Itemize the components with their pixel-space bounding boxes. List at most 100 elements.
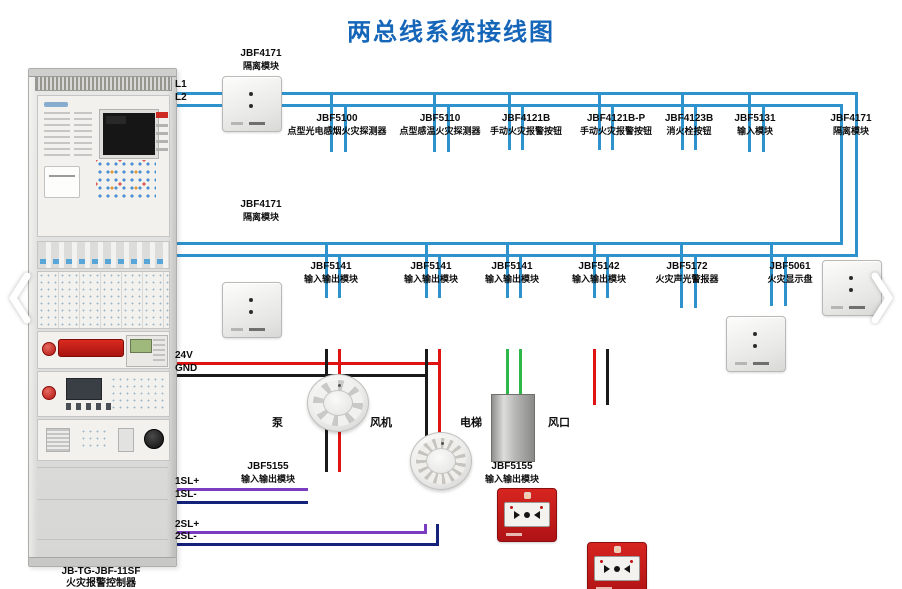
- red-button: [42, 342, 56, 356]
- elevator: [491, 394, 535, 462]
- press-dot: [614, 565, 620, 572]
- cabinet-zone-indicator-grid: [37, 271, 170, 329]
- loop-2sl-neg-wire: [436, 524, 439, 543]
- cabinet-side-buttons: [156, 124, 168, 156]
- isolation-module-top: [222, 76, 282, 132]
- label-iso-right: JBF4171 隔离模块: [830, 113, 872, 136]
- label-l1: L1: [175, 79, 187, 90]
- label-io5155-1: JBF5155 输入输出模块: [240, 461, 295, 484]
- drop-wire: [680, 242, 683, 308]
- bus2-lower-wire: [172, 254, 858, 257]
- label-io4: JBF5142 输入输出模块: [571, 261, 626, 284]
- manual-call-point-p: [587, 542, 647, 589]
- arrow-right-icon: [604, 564, 610, 573]
- arrow-right-icon: [514, 510, 520, 519]
- label-display: JBF5061 火灾显示盘: [767, 261, 813, 284]
- loop-2sl-neg-wire: [172, 543, 439, 546]
- label-io5155-2: JBF5155 输入输出模块: [484, 461, 539, 484]
- brand-logo: [506, 533, 522, 536]
- drop-wire: [338, 254, 341, 298]
- loop-1sl-neg-wire: [172, 501, 308, 504]
- drop-wire: [762, 104, 765, 152]
- drop-wire: [598, 92, 601, 150]
- control-panel-cabinet: [28, 68, 177, 567]
- cabinet-loop-module-row: [37, 241, 170, 269]
- led-indicator-column: [44, 112, 70, 158]
- prev-button[interactable]: [5, 270, 35, 326]
- press-dot: [524, 511, 530, 518]
- chevron-right-icon: [871, 272, 893, 324]
- arrow-left-icon: [534, 510, 540, 519]
- fan-gnd-wire: [425, 349, 428, 472]
- next-button[interactable]: [867, 270, 897, 326]
- label-vent: 风口: [548, 417, 570, 429]
- mini-keys: [153, 339, 165, 363]
- drop-wire: [606, 254, 609, 298]
- green-lcd: [130, 339, 152, 353]
- label-1sl-neg: 1SL-: [175, 489, 197, 500]
- cabinet-printer: [44, 166, 80, 198]
- bus-right-drop-wire: [855, 92, 858, 257]
- brand-logo: [44, 102, 68, 107]
- smoke-detector: [307, 374, 369, 432]
- input-module-5131: [726, 316, 786, 372]
- drop-wire: [325, 242, 328, 298]
- cabinet-main-panel: [37, 95, 170, 237]
- label-pump: 泵: [272, 417, 283, 429]
- indicator-grid: [110, 376, 166, 412]
- vent-gnd-wire: [606, 349, 609, 405]
- vent-24v-wire: [593, 349, 596, 405]
- label-24v: 24V: [175, 350, 193, 361]
- label-iso-mid: JBF4171 隔离模块: [240, 199, 282, 222]
- loop-module-leds: [40, 259, 165, 264]
- bus-right-drop-wire: [840, 104, 843, 245]
- small-keys-row: [66, 403, 112, 410]
- label-2sl-neg: 2SL-: [175, 531, 197, 542]
- drop-wire: [784, 254, 787, 306]
- label-mcp-p: JBF4121B-P 手动火灾报警按钮: [579, 113, 652, 136]
- flame-icon: [524, 492, 531, 499]
- drop-wire: [519, 254, 522, 298]
- heat-detector: [410, 432, 472, 490]
- label-hydrant: JBF4123B 消火栓按钮: [664, 113, 714, 136]
- brand-logo: [596, 587, 612, 589]
- label-io3: JBF5141 输入输出模块: [484, 261, 539, 284]
- button-grid: [80, 428, 110, 450]
- label-sounder: JBF5172 火灾声光警报器: [655, 261, 719, 284]
- bus-l1-wire: [172, 92, 858, 95]
- cabinet-vent-grille: [35, 76, 172, 91]
- cabinet-red-bar-device: [58, 339, 124, 357]
- detector-led: [441, 442, 444, 445]
- loop-2sl-pos-wire: [424, 524, 427, 531]
- drop-wire: [425, 242, 428, 298]
- drop-wire: [447, 104, 450, 152]
- led-indicator-column: [74, 112, 92, 158]
- label-heat: JBF5110 点型感温火灾探测器: [399, 113, 481, 136]
- detector-cap: [323, 390, 353, 416]
- arrow-left-icon: [624, 564, 630, 573]
- drop-wire: [433, 92, 436, 152]
- panel-divider: [37, 499, 168, 500]
- label-cabinet: JB-TG-JBF-11SF 火灾报警控制器: [61, 566, 141, 589]
- drop-wire: [748, 92, 751, 152]
- cabinet-lcd: [99, 109, 159, 159]
- drop-wire: [508, 92, 511, 150]
- panel-divider: [37, 467, 168, 468]
- label-l2: L2: [175, 92, 187, 103]
- loop-1sl-pos-wire: [172, 488, 308, 491]
- label-fan: 风机: [370, 417, 392, 429]
- bus-l2-wire: [172, 104, 843, 107]
- drop-wire: [694, 104, 697, 150]
- loop-2sl-pos-wire: [172, 531, 427, 534]
- call-point-panel: [504, 502, 550, 527]
- cabinet-secondary-section: [37, 371, 170, 417]
- power-24v-wire: [172, 362, 441, 365]
- drop-wire: [593, 242, 596, 298]
- drop-wire: [506, 242, 509, 298]
- drop-wire: [611, 104, 614, 150]
- label-mcp: JBF4121B 手动火灾报警按钮: [489, 113, 562, 136]
- label-io2: JBF5141 输入输出模块: [403, 261, 458, 284]
- power-gnd-wire: [172, 374, 428, 377]
- cabinet-green-lcd-module: [126, 335, 168, 367]
- drop-wire: [694, 254, 697, 308]
